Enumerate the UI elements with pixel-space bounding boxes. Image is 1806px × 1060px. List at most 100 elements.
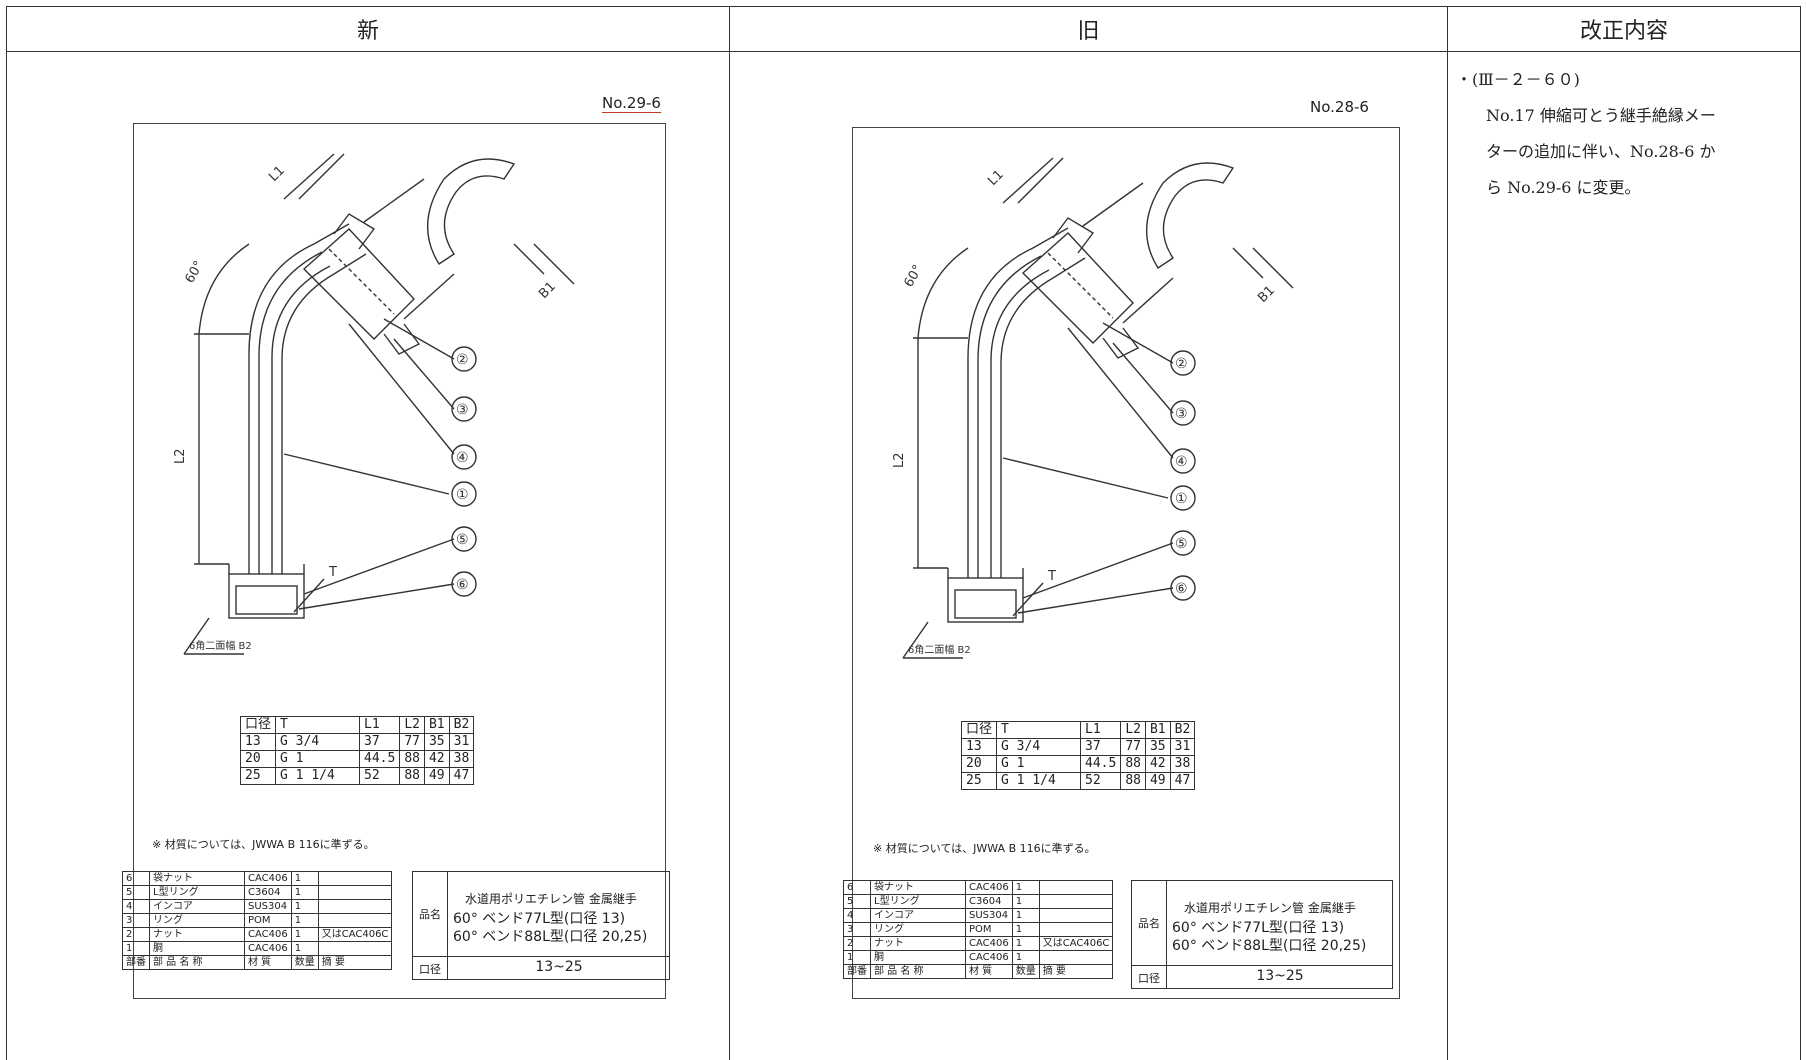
part-no: 3: [122, 913, 150, 928]
callout-4-new: ④: [456, 450, 469, 466]
parts-header: 部番: [843, 964, 871, 979]
size-header: L1: [359, 716, 401, 734]
part-qty: 1: [290, 899, 319, 914]
size-cell: 20: [960, 755, 998, 773]
fitting-drawing-old: L1 L2 B1 60° T 6角二面幅 B2 ② ③ ④ ① ⑤ ⑥: [892, 157, 1294, 659]
part-qty: 1: [1011, 894, 1040, 909]
revision-line: ら No.29-6 に変更。: [1486, 178, 1641, 197]
callout-5-old: ⑤: [1175, 536, 1188, 552]
part-material: C3604: [965, 894, 1013, 909]
part-material: CAC406: [965, 950, 1013, 965]
parts-header: 材 質: [244, 955, 292, 970]
title-line3-old: 60° ベンド88L型(口径 20,25): [1172, 938, 1367, 954]
header-old: 旧: [729, 6, 1448, 52]
parts-header: 部 品 名 称: [149, 955, 245, 970]
dim-hex-new: 6角二面幅 B2: [189, 639, 252, 652]
size-table-old: 口径 T L1 L2 B1 B2 13 G 3/4 37 77 35 31 20…: [960, 721, 1196, 790]
part-no: 1: [843, 950, 871, 965]
dim-L2-new: L2: [173, 448, 188, 464]
part-no: 6: [122, 871, 150, 886]
parts-header: 数量: [1011, 964, 1040, 979]
size-cell: 25: [239, 767, 277, 785]
part-material: CAC406: [244, 941, 292, 956]
kokei-label-new: 口径: [413, 956, 448, 980]
part-note: [317, 913, 393, 928]
part-no: 6: [843, 880, 871, 895]
callout-2-new: ②: [456, 352, 469, 368]
title-block-new: 品名 水道用ポリエチレン管 金属継手 60° ベンド77L型(口径 13) 60…: [412, 871, 670, 980]
part-qty: 1: [290, 941, 319, 956]
kokei-value-new: 13~25: [448, 956, 670, 980]
part-name: 袋ナット: [149, 871, 245, 886]
material-note-new: ※ 材質については、JWWA B 116に準ずる。: [152, 838, 375, 851]
part-name: 袋ナット: [870, 880, 966, 895]
dim-L1-new: L1: [266, 163, 288, 185]
size-cell: G 1: [996, 755, 1082, 773]
title-line2-new: 60° ベンド77L型(口径 13): [453, 911, 626, 927]
part-no: 4: [122, 899, 150, 914]
size-header: L2: [1120, 721, 1146, 739]
callout-6-old: ⑥: [1175, 581, 1188, 597]
size-cell: 88: [1120, 772, 1146, 790]
size-cell: 13: [960, 738, 998, 756]
part-qty: 1: [1011, 880, 1040, 895]
title-line2-old: 60° ベンド77L型(口径 13): [1172, 920, 1345, 936]
title-block-old: 品名 水道用ポリエチレン管 金属継手 60° ベンド77L型(口径 13) 60…: [1131, 880, 1393, 989]
size-cell: 37: [1080, 738, 1122, 756]
revision-line: ターの追加に伴い、No.28-6 か: [1486, 142, 1716, 161]
part-material: SUS304: [244, 899, 292, 914]
part-name: インコア: [149, 899, 245, 914]
parts-header: 摘 要: [317, 955, 393, 970]
size-cell: 31: [1169, 738, 1196, 756]
size-cell: 49: [1144, 772, 1171, 790]
part-name: リング: [149, 913, 245, 928]
drawing-sheet-new: L1 L2 B1 60° T 6角二面幅 B2 ② ③ ④ ① ⑤ ⑥ 口径 T…: [122, 123, 670, 999]
size-header: L1: [1080, 721, 1122, 739]
size-header: B1: [423, 716, 450, 734]
dim-angle-old: 60°: [901, 263, 926, 290]
part-qty: 1: [290, 871, 319, 886]
dim-angle-new: 60°: [182, 259, 207, 286]
part-material: SUS304: [965, 908, 1013, 923]
size-cell: 25: [960, 772, 998, 790]
part-no: 1: [122, 941, 150, 956]
part-note: 又はCAC406C: [317, 927, 393, 942]
dim-B1-new: B1: [536, 279, 559, 302]
header-new: 新: [6, 6, 730, 52]
size-cell: 88: [399, 750, 425, 768]
dim-T-old: T: [1047, 569, 1056, 584]
revision-ref: ・(Ⅲ－２－６０): [1456, 70, 1580, 89]
material-note-old: ※ 材質については、JWWA B 116に準ずる。: [873, 842, 1096, 855]
callout-4-old: ④: [1175, 454, 1188, 470]
column-revision: [1447, 51, 1801, 1060]
size-cell: 38: [1169, 755, 1196, 773]
size-cell: 44.5: [1080, 755, 1122, 773]
part-qty: 1: [290, 885, 319, 900]
size-cell: G 3/4: [275, 733, 361, 751]
part-name: ナット: [149, 927, 245, 942]
part-material: C3604: [244, 885, 292, 900]
revision-line: No.17 伸縮可とう継手絶縁メー: [1486, 106, 1716, 125]
parts-header: 摘 要: [1038, 964, 1114, 979]
part-note: [1038, 950, 1114, 965]
part-material: CAC406: [965, 880, 1013, 895]
size-cell: 31: [448, 733, 475, 751]
title-line1-old: 水道用ポリエチレン管 金属継手: [1184, 901, 1356, 915]
size-header: B2: [1169, 721, 1196, 739]
header-revision: 改正内容: [1447, 6, 1801, 52]
part-material: CAC406: [965, 936, 1013, 951]
part-qty: 1: [1011, 936, 1040, 951]
drawing-sheet-old: L1 L2 B1 60° T 6角二面幅 B2 ② ③ ④ ① ⑤ ⑥ 口径 T…: [843, 127, 1400, 999]
part-material: CAC406: [244, 927, 292, 942]
dim-hex-old: 6角二面幅 B2: [908, 643, 971, 656]
parts-header: 数量: [290, 955, 319, 970]
part-no: 3: [843, 922, 871, 937]
title-line3-new: 60° ベンド88L型(口径 20,25): [453, 929, 648, 945]
size-cell: 38: [448, 750, 475, 768]
dim-L1-old: L1: [985, 167, 1007, 189]
hinmei-label-old: 品名: [1132, 881, 1167, 965]
title-line1-new: 水道用ポリエチレン管 金属継手: [465, 892, 637, 906]
